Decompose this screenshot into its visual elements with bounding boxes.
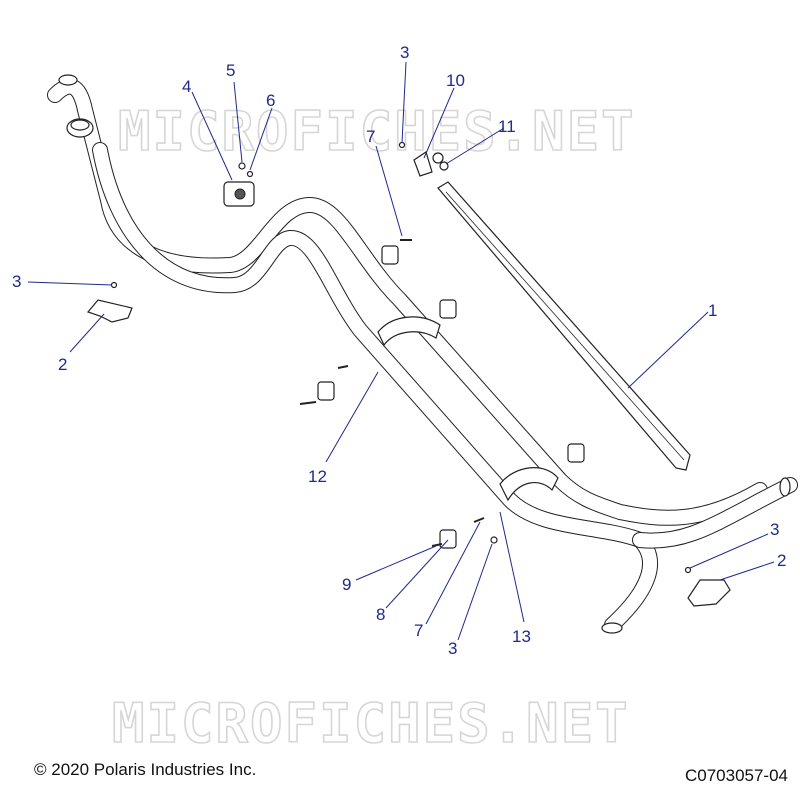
bracket-10: [413, 151, 433, 177]
callout-5: 5: [226, 61, 235, 80]
strap-13: [499, 467, 559, 502]
isolator-left: [317, 381, 335, 401]
coolant-tubes: [47, 78, 798, 633]
bolt-9-left: [299, 401, 317, 405]
hose-clamp-lower: [601, 622, 623, 634]
callout-13: 13: [512, 627, 531, 646]
bolt-9-lower: [431, 543, 443, 547]
mounting-rail: [437, 181, 691, 471]
callout-12: 12: [308, 467, 327, 486]
callout-3-top: 3: [400, 43, 409, 62]
filler-neck: [58, 74, 94, 138]
isolator-lower: [439, 529, 457, 549]
strap-12: [377, 316, 441, 347]
callout-3-left: 3: [12, 272, 21, 291]
copyright-notice: © 2020 Polaris Industries Inc.: [34, 760, 257, 779]
isolator-right: [567, 443, 585, 463]
bolt-7-left: [337, 365, 349, 369]
callout-2-right: 2: [777, 551, 786, 570]
hose-clamp-right: [779, 477, 791, 497]
callout-6: 6: [266, 91, 275, 110]
clip-right: [687, 579, 731, 607]
screw-6: [246, 170, 254, 178]
callouts: 1 2 2 3 3 3 3 4 5 6 7 7 8 9 10 11 12 13: [12, 43, 786, 658]
callout-3-bottom: 3: [448, 639, 457, 658]
callout-7-top: 7: [366, 127, 375, 146]
fastener-3-right: [684, 566, 692, 574]
grommet-11a: [432, 152, 444, 164]
callout-8: 8: [376, 605, 385, 624]
isolator-upper: [381, 245, 399, 265]
clip-left: [86, 299, 133, 323]
callout-10: 10: [446, 71, 465, 90]
fastener-3-top: [398, 141, 406, 149]
watermark-bottom: MICROFICHES.NET: [112, 692, 630, 755]
bolt-7-lower: [473, 517, 485, 523]
callout-4: 4: [182, 77, 191, 96]
drawing-number: C0703057-04: [684, 766, 788, 785]
nut-3-lower: [490, 536, 498, 544]
leader-lines: [27, 61, 775, 641]
screw-5: [238, 162, 246, 170]
callout-9: 9: [342, 575, 351, 594]
valve-body: [223, 181, 255, 207]
isolator-mid: [439, 299, 457, 319]
callout-3-right: 3: [770, 520, 779, 539]
callout-7-bottom: 7: [414, 621, 423, 640]
watermark-top: MICROFICHES.NET: [118, 100, 636, 163]
callout-11: 11: [498, 117, 516, 136]
callout-1: 1: [708, 301, 717, 320]
callout-2-left: 2: [58, 355, 67, 374]
fastener-3-left: [110, 281, 118, 289]
